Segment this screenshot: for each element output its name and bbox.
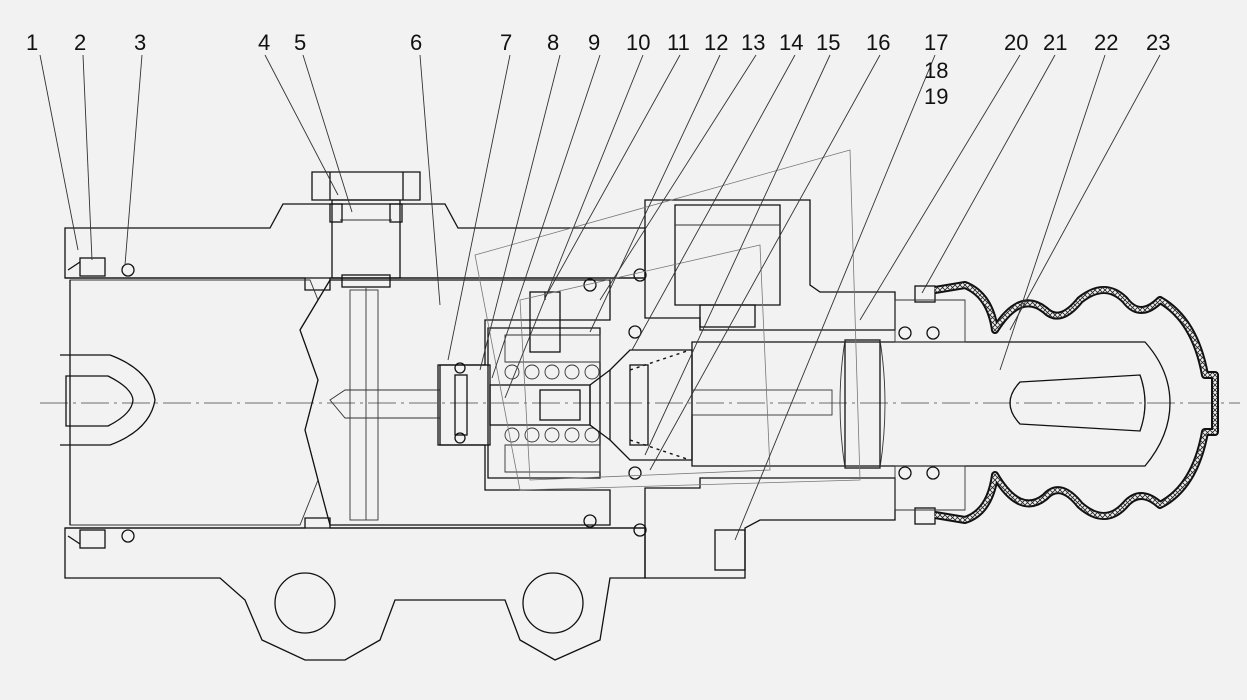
label-14: 14 <box>779 30 803 55</box>
label-11: 11 <box>667 30 690 55</box>
bleed-screw <box>311 171 421 520</box>
label-7: 7 <box>500 30 512 55</box>
label-18: 18 <box>924 58 948 83</box>
label-21: 21 <box>1043 30 1067 55</box>
label-9: 9 <box>588 30 600 55</box>
label-17: 17 <box>924 30 948 55</box>
label-4: 4 <box>258 30 270 55</box>
left-seals <box>67 257 135 549</box>
label-6: 6 <box>410 30 422 55</box>
label-23: 23 <box>1146 30 1170 55</box>
label-13: 13 <box>741 30 765 55</box>
valve-assembly <box>439 291 693 479</box>
leader-lines <box>39 54 1161 541</box>
rubber-boot <box>934 281 1219 524</box>
label-20: 20 <box>1004 30 1028 55</box>
push-rod <box>691 339 1171 469</box>
label-5: 5 <box>294 30 306 55</box>
label-12: 12 <box>704 30 728 55</box>
label-10: 10 <box>626 30 650 55</box>
label-16: 16 <box>866 30 890 55</box>
label-1: 1 <box>26 30 38 55</box>
label-15: 15 <box>816 30 840 55</box>
label-8: 8 <box>547 30 559 55</box>
label-2: 2 <box>74 30 86 55</box>
piston <box>299 278 611 528</box>
label-19: 19 <box>924 84 948 109</box>
label-3: 3 <box>134 30 146 55</box>
label-22: 22 <box>1094 30 1118 55</box>
